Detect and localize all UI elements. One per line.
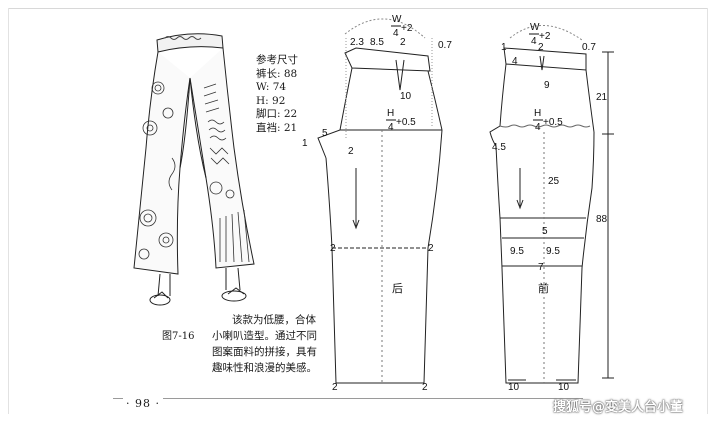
page-border (707, 8, 708, 414)
front-rise-dim: 21 (596, 92, 608, 103)
back-hip-label-top: H (387, 108, 394, 119)
size-hem: 脚口: 22 (256, 108, 298, 120)
front-dim: 4.5 (492, 142, 506, 153)
watermark: 搜狐号@变美人台小董 (553, 400, 684, 415)
back-dim: 2 (330, 243, 336, 254)
front-dim: 2 (538, 42, 544, 53)
front-hip-label-suffix: +0.5 (543, 117, 563, 128)
front-dim: 1 (501, 42, 507, 53)
back-dim: 2.3 (350, 37, 364, 48)
caption-line: 图案面料的拼接，具有 (212, 346, 317, 358)
caption-line: 趣味性和浪漫的美感。 (212, 362, 317, 374)
caption-line: 该款为低腰，合体 (232, 314, 316, 326)
front-waist-label-bottom: 4 (531, 36, 537, 47)
figure-number: 图7-16 (162, 331, 195, 342)
front-waist-label-suffix: +2 (539, 31, 551, 42)
back-dim: 2 (428, 243, 434, 254)
front-hip-label-top: H (534, 108, 541, 119)
back-dim: 2 (348, 146, 354, 157)
front-dim: 9.5 (546, 246, 560, 257)
page-border (8, 8, 708, 9)
back-dim: 2 (332, 382, 338, 393)
back-waist-label-bottom: 4 (393, 28, 399, 39)
front-dim: 10 (508, 382, 520, 393)
back-pattern-draft: W 4 +2 2.3 8.5 2 0.7 10 H 4 +0.5 1 5 2 2… (302, 14, 452, 393)
back-dim: 5 (322, 128, 328, 139)
front-dim: 10 (558, 382, 570, 393)
reference-sizes: 参考尺寸 裤长: 88 W: 74 H: 92 脚口: 22 直裆: 21 (256, 54, 298, 135)
reference-sizes-title: 参考尺寸 (256, 54, 298, 66)
back-dim: 1 (302, 138, 308, 149)
footer-rule (113, 398, 583, 399)
back-dim: 2 (422, 382, 428, 393)
back-waist-label-suffix: +2 (401, 23, 413, 34)
front-dim: 25 (548, 176, 560, 187)
back-pattern-label: 后 (392, 282, 403, 295)
page-border (8, 8, 9, 414)
pants-illustration (133, 33, 255, 306)
size-hip: H: 92 (256, 94, 286, 107)
size-length: 裤长: 88 (256, 67, 298, 80)
front-dim: 0.7 (582, 42, 596, 53)
back-dim: 10 (400, 91, 412, 102)
front-pattern-draft: W 4 +2 1 2 0.7 4 9 H 4 +0.5 4.5 25 5 9.5… (489, 22, 614, 393)
page-number: · 98 · (123, 397, 163, 410)
front-length-dim: 88 (596, 214, 608, 225)
front-waist-label-top: W (530, 22, 540, 33)
front-dim: 5 (542, 226, 548, 237)
front-dim: 9.5 (510, 246, 524, 257)
caption-line: 小喇叭造型。通过不同 (212, 330, 317, 342)
front-hip-label-bottom: 4 (535, 122, 541, 133)
back-hip-label-bottom: 4 (388, 122, 394, 133)
back-dim: 0.7 (438, 40, 452, 51)
size-rise: 直裆: 21 (256, 121, 298, 134)
back-dim: 2 (400, 37, 406, 48)
front-pattern-label: 前 (538, 281, 549, 295)
back-hip-label-suffix: +0.5 (396, 117, 416, 128)
back-dim: 8.5 (370, 37, 384, 48)
size-waist: W: 74 (256, 81, 287, 93)
front-dim: 7 (538, 262, 544, 273)
back-waist-label-top: W (392, 14, 402, 25)
front-dim: 9 (544, 80, 550, 91)
front-dim: 4 (512, 56, 518, 67)
